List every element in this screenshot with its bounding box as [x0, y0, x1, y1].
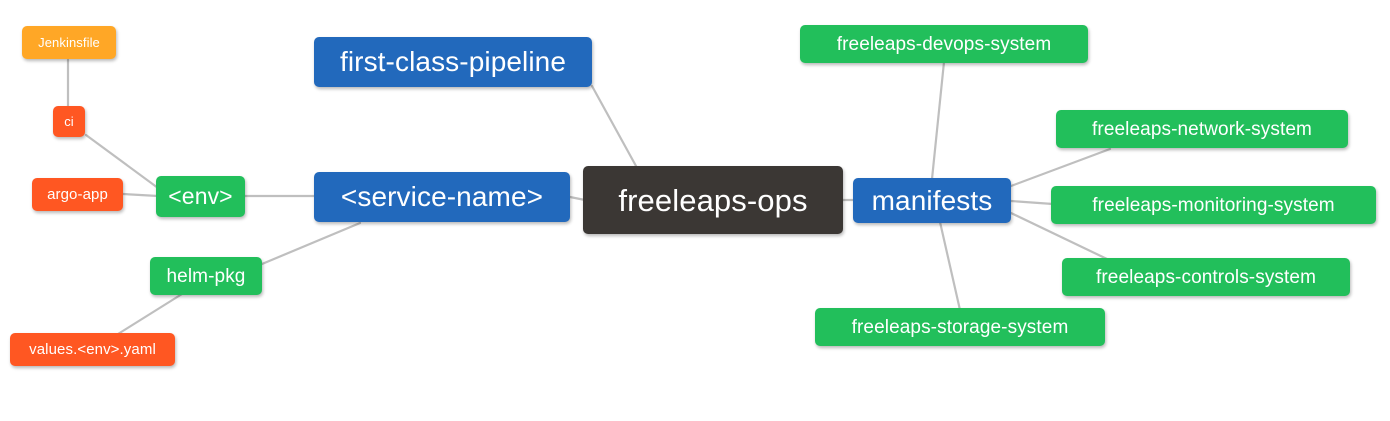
node-label: helm-pkg	[166, 265, 246, 287]
node-values-env-yaml[interactable]: values.<env>.yaml	[10, 333, 175, 366]
node-label: freeleaps-controls-system	[1095, 266, 1317, 288]
edge-manifests-freeleaps-storage-system	[938, 220, 962, 312]
node-label: freeleaps-network-system	[1092, 118, 1312, 140]
node-freeleaps-network-system[interactable]: freeleaps-network-system	[1056, 110, 1348, 148]
edge-manifests-freeleaps-devops-system	[930, 60, 946, 181]
node-label: <env>	[168, 183, 233, 209]
edge-helm-pkg-values-env-yaml	[116, 292, 184, 336]
node-first-class-pipeline[interactable]: first-class-pipeline	[314, 37, 592, 87]
node-env[interactable]: <env>	[156, 176, 245, 217]
node-label: first-class-pipeline	[339, 46, 567, 77]
node-freeleaps-storage-system[interactable]: freeleaps-storage-system	[815, 308, 1105, 346]
node-label: Jenkinsfile	[38, 35, 100, 50]
edge-env-argo-app	[121, 192, 160, 198]
node-helm-pkg[interactable]: helm-pkg	[150, 257, 262, 295]
node-freeleaps-ops[interactable]: freeleaps-ops	[583, 166, 843, 234]
edge-service-name-first-class-pipeline	[590, 84, 638, 168]
node-argo-app[interactable]: argo-app	[32, 178, 123, 211]
edge-service-name-helm-pkg	[260, 221, 362, 266]
node-jenkinsfile[interactable]: Jenkinsfile	[22, 26, 116, 59]
node-label: manifests	[871, 184, 993, 216]
node-freeleaps-devops-system[interactable]: freeleaps-devops-system	[800, 25, 1088, 63]
node-label: freeleaps-ops	[618, 182, 808, 218]
node-freeleaps-controls-system[interactable]: freeleaps-controls-system	[1062, 258, 1350, 296]
node-label: ci	[64, 114, 74, 129]
node-label: values.<env>.yaml	[29, 341, 156, 358]
node-label: freeleaps-monitoring-system	[1092, 194, 1335, 216]
node-label: freeleaps-devops-system	[836, 33, 1052, 55]
edge-manifests-freeleaps-monitoring-system	[1009, 199, 1055, 206]
node-label: argo-app	[47, 186, 108, 203]
node-label: freeleaps-storage-system	[851, 316, 1069, 338]
node-label: <service-name>	[340, 181, 544, 212]
node-manifests[interactable]: manifests	[853, 178, 1011, 223]
node-freeleaps-monitoring-system[interactable]: freeleaps-monitoring-system	[1051, 186, 1376, 224]
edge-manifests-freeleaps-network-system	[1009, 147, 1112, 188]
node-service-name[interactable]: <service-name>	[314, 172, 570, 222]
node-ci[interactable]: ci	[53, 106, 85, 137]
